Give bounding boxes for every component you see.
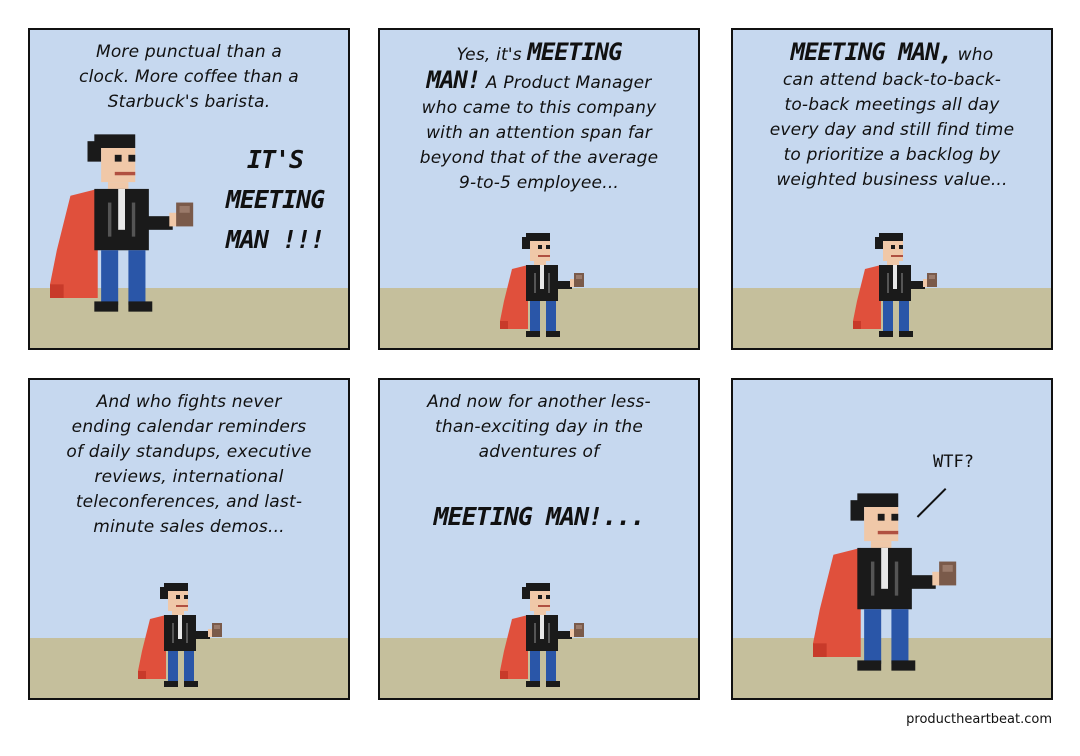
meeting-man-figure: [813, 493, 957, 671]
caption-line: can attend back-to-back-: [782, 70, 1002, 90]
caption-line: every day and still find time: [769, 120, 1015, 140]
caption-line: adventures of: [478, 442, 600, 462]
caption-line: beyond that of the average: [419, 148, 659, 168]
meeting-man-figure: [853, 233, 937, 337]
caption-line: Starbuck's barista.: [107, 92, 271, 112]
yell-line: IT'S: [246, 145, 304, 174]
panel-1-yell: IT'S MEETING MAN !!!: [200, 140, 348, 260]
meeting-man-figure: [500, 583, 584, 687]
caption-line: ending calendar reminders: [71, 417, 307, 437]
meeting-man-figure: [138, 583, 222, 687]
speech-text: WTF?: [933, 452, 974, 472]
panel-3-caption: MEETING MAN, who can attend back-to-back…: [741, 40, 1043, 193]
meeting-man-figure: [500, 233, 584, 337]
panel-5-caption: And now for another less- than-exciting …: [388, 390, 690, 465]
caption-line: 9-to-5 employee...: [458, 173, 620, 193]
caption-line: MAN! A Product Manager: [426, 66, 652, 94]
site-credit: productheartbeat.com: [906, 712, 1052, 727]
panel-4-caption: And who fights never ending calendar rem…: [38, 390, 340, 540]
comic-panel-6: WTF?: [731, 378, 1053, 700]
meeting-man-figure: [50, 134, 194, 312]
panel-1-caption: More punctual than a clock. More coffee …: [38, 40, 340, 115]
caption-line: clock. More coffee than a: [79, 67, 299, 87]
comic-panel-5: And now for another less- than-exciting …: [378, 378, 700, 700]
caption-line: minute sales demos...: [93, 517, 285, 537]
caption-line: who came to this company: [421, 98, 657, 118]
caption-line: And who fights never: [96, 392, 282, 412]
caption-line: And now for another less-: [427, 392, 651, 412]
comic-panel-1: More punctual than a clock. More coffee …: [28, 28, 350, 350]
caption-line: than-exciting day in the: [435, 417, 643, 437]
comic-panel-3: MEETING MAN, who can attend back-to-back…: [731, 28, 1053, 350]
comic-panel-4: And who fights never ending calendar rem…: [28, 378, 350, 700]
caption-line: weighted business value...: [776, 170, 1008, 190]
caption-line: to-back meetings all day: [784, 95, 1000, 115]
caption-line: Yes, it's MEETING: [456, 38, 622, 66]
panel-2-caption: Yes, it's MEETING MAN! A Product Manager…: [388, 40, 690, 196]
caption-line: to prioritize a backlog by: [783, 145, 1001, 165]
yell-line: MAN !!!: [225, 225, 325, 254]
caption-line: teleconferences, and last-: [75, 492, 303, 512]
caption-line: MEETING MAN, who: [790, 38, 994, 66]
meeting-man-tagline: MEETING MAN!...: [433, 502, 646, 531]
yell-line: MEETING: [225, 185, 325, 214]
caption-line: reviews, international: [94, 467, 284, 487]
caption-line: with an attention span far: [426, 123, 652, 143]
caption-line: More punctual than a: [95, 42, 283, 62]
comic-panel-2: Yes, it's MEETING MAN! A Product Manager…: [378, 28, 700, 350]
caption-line: of daily standups, executive: [66, 442, 312, 462]
